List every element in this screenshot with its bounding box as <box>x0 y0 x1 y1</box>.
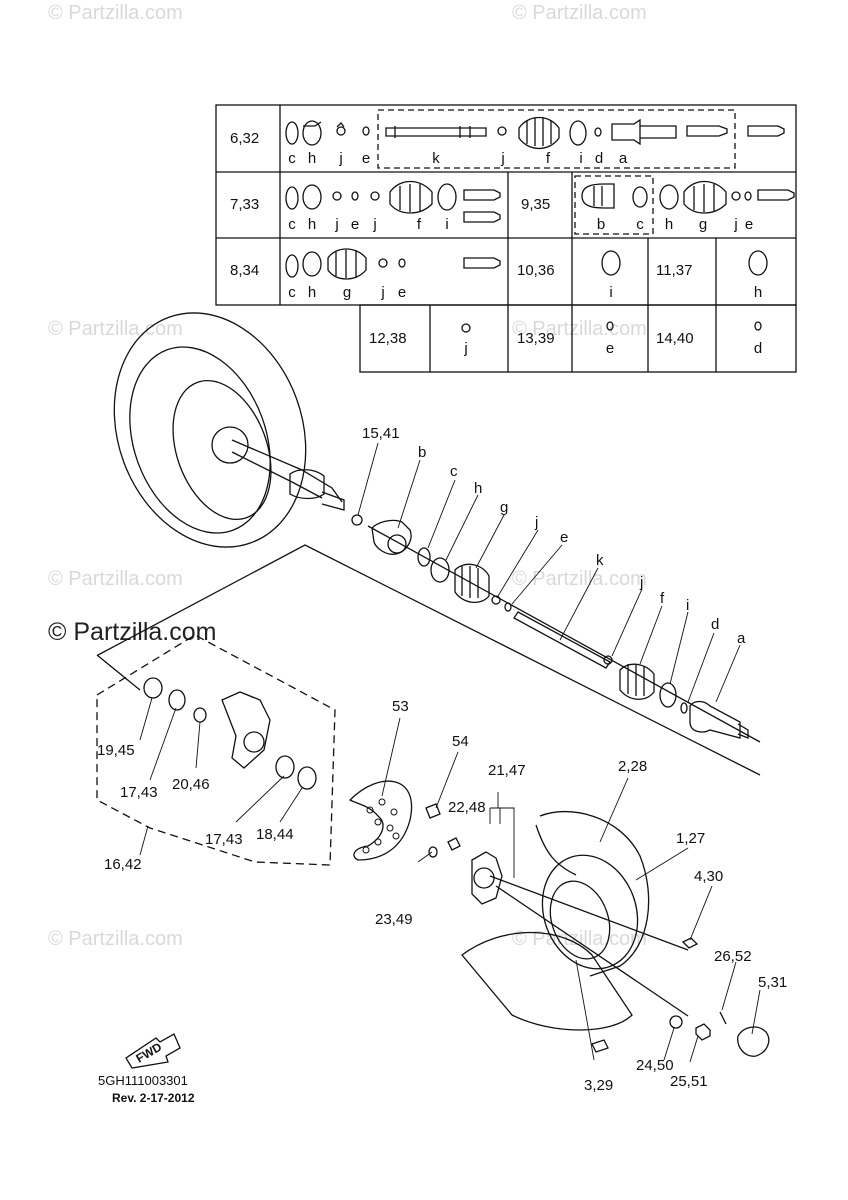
callout: 54 <box>452 733 469 750</box>
callout: 23,49 <box>375 911 413 928</box>
watermark: © Partzilla.com <box>512 568 647 590</box>
watermark: © Partzilla.com <box>512 2 647 24</box>
part-letter: i <box>445 216 449 233</box>
part-letter: j <box>339 150 343 167</box>
part-letter: j <box>464 340 468 357</box>
callout: j <box>535 514 539 531</box>
callout: 26,52 <box>714 948 752 965</box>
part-letter: b <box>596 216 606 233</box>
callout: 53 <box>392 698 409 715</box>
callout: 17,43 <box>120 784 158 801</box>
callout: 21,47 <box>488 762 526 779</box>
part-letter: j <box>501 150 505 167</box>
callout: 24,50 <box>636 1057 674 1074</box>
part-letter: g <box>698 216 708 233</box>
part-letter: h <box>307 284 317 301</box>
callout: 25,51 <box>670 1073 708 1090</box>
callout: f <box>660 590 665 607</box>
callout: 2,28 <box>618 758 648 775</box>
part-letter: h <box>307 150 317 167</box>
callout: 19,45 <box>97 742 135 759</box>
part-letter: j <box>734 216 738 233</box>
part-letter: d <box>594 150 604 167</box>
part-letter: f <box>545 150 551 167</box>
part-letter: j <box>373 216 377 233</box>
callout: 4,30 <box>694 868 724 885</box>
callout: e <box>560 529 569 546</box>
main-watermark: © Partzilla.com <box>48 618 217 646</box>
part-letter: e <box>397 284 407 301</box>
callout: 5,31 <box>758 974 788 991</box>
callout: d <box>711 616 720 633</box>
part-letter: j <box>335 216 339 233</box>
table-ref: 14,40 <box>656 330 694 347</box>
callout: h <box>474 480 483 497</box>
callout: 1,27 <box>676 830 706 847</box>
callout: 17,43 <box>205 831 243 848</box>
callout: a <box>737 630 746 647</box>
part-letter: i <box>609 284 613 301</box>
part-letter: c <box>288 150 296 167</box>
part-letter: e <box>744 216 754 233</box>
table-ref: 9,35 <box>521 196 551 213</box>
watermark: © Partzilla.com <box>48 318 183 340</box>
callout: 15,41 <box>362 425 400 442</box>
part-letter: c <box>288 216 296 233</box>
part-code: 5GH111003301 <box>98 1073 188 1088</box>
fwd-label: FWD <box>134 1040 165 1066</box>
part-letter: f <box>416 216 422 233</box>
revision-date: Rev. 2-17-2012 <box>112 1091 195 1105</box>
watermark: © Partzilla.com <box>48 568 183 590</box>
callout: 18,44 <box>256 826 294 843</box>
table-ref: 7,33 <box>230 196 260 213</box>
part-letter: d <box>753 340 763 357</box>
callout: c <box>450 463 458 480</box>
table-ref: 13,39 <box>517 330 555 347</box>
part-letter: c <box>288 284 296 301</box>
callout: i <box>686 597 690 614</box>
callout: 3,29 <box>584 1077 614 1094</box>
table-ref: 12,38 <box>369 330 407 347</box>
callout: 20,46 <box>172 776 210 793</box>
part-letter: c <box>636 216 644 233</box>
table-ref: 8,34 <box>230 262 260 279</box>
watermark: © Partzilla.com <box>48 928 183 950</box>
part-letter: e <box>605 340 615 357</box>
part-letter: a <box>618 150 628 167</box>
callout: k <box>596 552 604 569</box>
table-ref: 6,32 <box>230 130 260 147</box>
part-letter: h <box>753 284 763 301</box>
callout: 22,48 <box>448 799 486 816</box>
part-letter: i <box>579 150 583 167</box>
part-letter: e <box>361 150 371 167</box>
table-ref: 10,36 <box>517 262 555 279</box>
part-letter: h <box>664 216 674 233</box>
part-letter: e <box>350 216 360 233</box>
watermark: © Partzilla.com <box>48 2 183 24</box>
part-letter: k <box>432 150 440 167</box>
callout: j <box>640 574 644 591</box>
callout: g <box>500 499 509 516</box>
part-letter: j <box>381 284 385 301</box>
callout: 16,42 <box>104 856 142 873</box>
callout: b <box>418 444 427 461</box>
part-letter: h <box>307 216 317 233</box>
part-letter: g <box>342 284 352 301</box>
table-ref: 11,37 <box>656 262 693 279</box>
